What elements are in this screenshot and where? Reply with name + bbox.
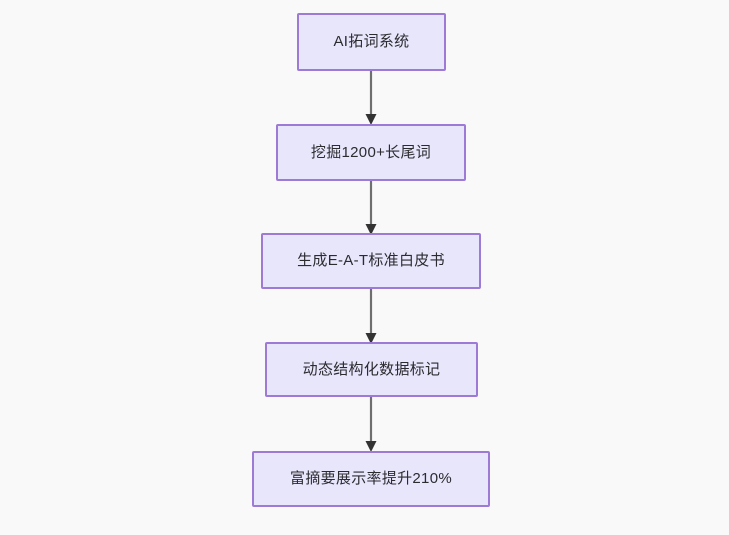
flow-node-dynamic-structured-data-markup[interactable]: 动态结构化数据标记 — [265, 342, 478, 397]
flow-node-generate-eat-whitepaper[interactable]: 生成E-A-T标准白皮书 — [261, 233, 481, 289]
flow-node-label: 富摘要展示率提升210% — [290, 470, 452, 487]
flow-node-ai-keyword-system[interactable]: AI拓词系统 — [297, 13, 446, 71]
flow-node-label: 挖掘1200+长尾词 — [310, 143, 432, 161]
flow-node-label: AI拓词系统 — [333, 33, 410, 50]
flow-node-mine-longtail-keywords[interactable]: 挖掘1200+长尾词 — [276, 124, 466, 181]
flow-node-label: 动态结构化数据标记 — [302, 360, 441, 378]
edge-n2-n3 — [365, 180, 377, 235]
flow-node-rich-snippet-impression-lift[interactable]: 富摘要展示率提升210% — [252, 451, 490, 507]
edge-n3-n4 — [365, 288, 377, 344]
edge-n1-n2 — [365, 70, 377, 125]
flow-node-label: 生成E-A-T标准白皮书 — [297, 252, 445, 269]
edge-n4-n5 — [365, 396, 377, 452]
